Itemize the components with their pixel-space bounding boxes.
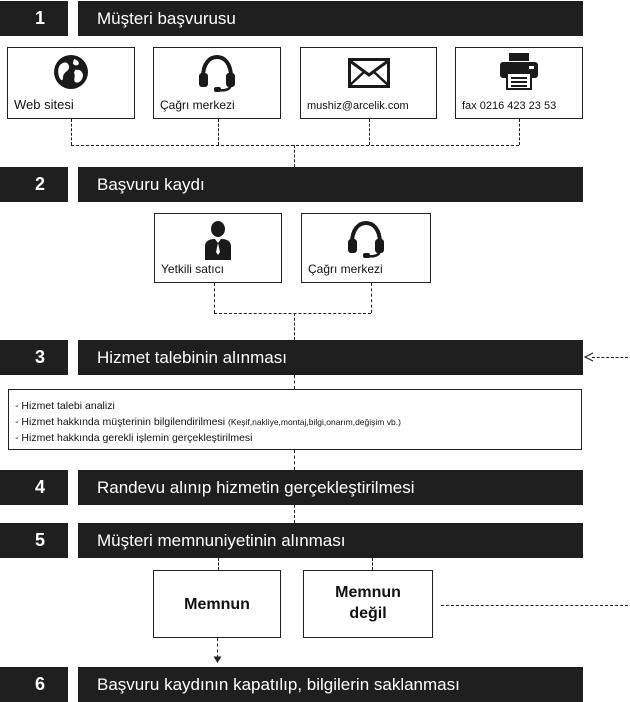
connector [371, 283, 372, 313]
connector [218, 119, 219, 145]
registration-dealer-box: Yetkili satıcı [154, 213, 282, 283]
channel-label: Çağrı merkezi [160, 98, 235, 112]
step-4-bar: 4 Randevu alınıp hizmetin gerçekleştiril… [0, 470, 583, 505]
connector [294, 145, 295, 167]
step-title: Randevu alınıp hizmetin gerçekleştirilme… [97, 478, 415, 497]
channel-fax-box: fax 0216 423 23 53 [455, 47, 583, 119]
step-title: Başvuru kaydının kapatılıp, bilgilerin s… [97, 675, 460, 694]
connector [369, 119, 370, 145]
channel-callcenter-box: Çağrı merkezi [153, 47, 281, 119]
connector [71, 145, 519, 146]
arrow-down-icon [213, 656, 222, 663]
step-title: Müşteri memnuniyetinin alınması [97, 531, 346, 550]
channel-web-box: Web sitesi [7, 47, 135, 119]
detail-line: - Hizmet talebi analizi [15, 400, 115, 412]
channel-label: mushiz@arcelik.com [307, 100, 409, 112]
connector [519, 119, 520, 145]
unsatisfied-box: Memnun değil [303, 570, 433, 638]
registration-callcenter-box: Çağrı merkezi [301, 213, 431, 283]
step-1-bar: 1 Müşteri başvurusu [0, 1, 583, 36]
envelope-icon [347, 58, 390, 93]
person-icon [203, 220, 233, 265]
feedback-connector [441, 605, 628, 606]
step-2-bar: 2 Başvuru kaydı [0, 167, 583, 202]
detail-line: - Hizmet hakkında gerekli işlemin gerçek… [15, 432, 253, 444]
connector [71, 119, 72, 145]
connector [218, 558, 219, 570]
channel-label: Web sitesi [14, 97, 74, 112]
fax-icon [498, 52, 540, 95]
satisfied-box: Memnun [153, 570, 281, 638]
step-number: 4 [34, 477, 45, 497]
connector [217, 638, 218, 658]
globe-icon [52, 53, 90, 96]
connector [214, 283, 215, 313]
connector [372, 558, 373, 570]
headset-icon [196, 53, 238, 98]
connector [294, 450, 295, 470]
detail-line-note: (Keşif,nakliye,montaj,bilgi,onarım,değiş… [228, 417, 401, 427]
feedback-connector [592, 357, 628, 358]
step-3-bar: 3 Hizmet talebinin alınması [0, 340, 583, 375]
step-5-bar: 5 Müşteri memnuniyetinin alınması [0, 523, 583, 558]
satisfied-label: Memnun [184, 596, 250, 613]
detail-line-main: - Hizmet hakkında müşterinin bilgilendir… [15, 416, 226, 428]
connector [214, 313, 371, 314]
step-6-bar: 6 Başvuru kaydının kapatılıp, bilgilerin… [0, 667, 583, 702]
headset-icon [345, 219, 387, 264]
channel-email-box: mushiz@arcelik.com [300, 47, 437, 119]
channel-label: fax 0216 423 23 53 [462, 100, 557, 112]
arrow-left-icon [584, 352, 594, 362]
connector [294, 505, 295, 523]
step-title: Hizmet talebinin alınması [97, 348, 287, 367]
detail-line: - Hizmet hakkında müşterinin bilgilendir… [15, 416, 401, 428]
unsatisfied-label-line2: değil [349, 605, 387, 622]
connector [294, 375, 295, 389]
service-details-box: - Hizmet talebi analizi - Hizmet hakkınd… [8, 389, 582, 450]
step-title: Müşteri başvurusu [97, 9, 236, 28]
step-number: 6 [34, 674, 45, 694]
step-title: Başvuru kaydı [97, 175, 205, 194]
step-number: 1 [34, 8, 45, 28]
registration-label: Yetkili satıcı [161, 262, 224, 276]
unsatisfied-label-line1: Memnun [335, 584, 401, 601]
step-number: 5 [34, 530, 45, 550]
step-number: 2 [34, 174, 45, 194]
registration-label: Çağrı merkezi [308, 262, 383, 276]
step-number: 3 [34, 347, 45, 367]
connector [294, 313, 295, 340]
